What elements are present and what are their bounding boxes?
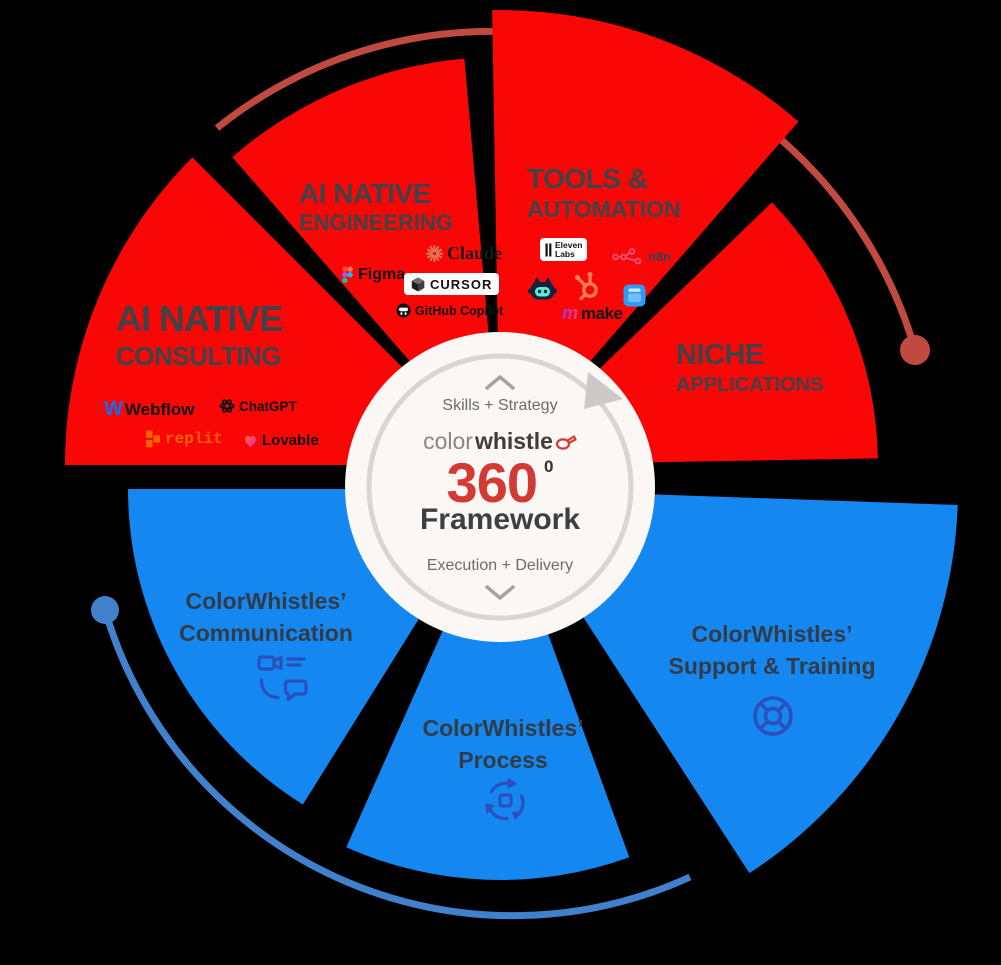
communication-label-line1: ColorWhistles’	[185, 588, 347, 614]
replit-icon	[146, 430, 160, 448]
make-label: make	[581, 303, 623, 323]
segment-title-engineering: AI NATIVE ENGINEERING	[299, 178, 454, 235]
elevenlabs-logo: Eleven Labs	[540, 238, 588, 261]
brand-whistle-text: whistle	[474, 428, 553, 454]
segment-title-tools: TOOLS & AUTOMATION	[527, 163, 681, 222]
center-disc	[345, 332, 655, 642]
lovable-icon	[245, 435, 256, 447]
communication-label-line2: Communication	[179, 620, 353, 647]
github-copilot-logo: GitHub Copilot	[396, 303, 503, 318]
cursor-label: CURSOR	[430, 276, 493, 292]
webflow-logo: W Webflow	[104, 398, 194, 421]
github-copilot-icon	[396, 303, 411, 318]
figma-icon	[342, 266, 353, 284]
ring-arrowhead-icon	[584, 372, 623, 409]
blue-square-app-icon	[623, 284, 646, 307]
elevenlabs-label: Eleven Labs	[555, 239, 583, 259]
chevron-up-icon	[485, 375, 515, 390]
hubspot-logo	[573, 271, 604, 309]
whistle-icon	[555, 434, 577, 450]
process-label-line1: ColorWhistles’	[422, 715, 584, 741]
label-process: ColorWhistles’ Process	[383, 712, 623, 776]
process-icon-wrap	[481, 774, 529, 831]
claude-label: Claude	[447, 243, 503, 263]
n8n-label: n8n	[648, 249, 672, 264]
support-icon-wrap	[751, 694, 795, 743]
process-label-line2: Process	[458, 747, 548, 774]
center-framework-label: Framework	[419, 503, 581, 536]
support-label-line2: Support & Training	[668, 653, 876, 680]
lovable-logo: Lovable	[243, 432, 319, 449]
replit-label: replit	[165, 430, 223, 448]
center-top-label: Skills + Strategy	[442, 397, 558, 414]
figma-logo: Figma	[341, 266, 405, 284]
blue-orbit-arc	[101, 609, 692, 920]
red-orbit-dot	[900, 335, 930, 365]
cursor-logo: CURSOR	[404, 273, 500, 295]
lifebuoy-icon	[753, 696, 793, 736]
label-support-training: ColorWhistles’ Support & Training	[646, 618, 898, 682]
process-cycle-icon	[485, 777, 525, 821]
elevenlabs-label-line1: Eleven	[555, 239, 583, 250]
consulting-title-line2: CONSULTING	[116, 340, 281, 371]
engineering-title-line2: ENGINEERING	[299, 209, 454, 235]
blue-square-app-logo	[623, 284, 646, 312]
center-ring	[366, 353, 634, 621]
consulting-title-line1: AI NATIVE	[116, 298, 283, 339]
brand-color-text: color	[423, 428, 473, 454]
segment-title-consulting: AI NATIVE CONSULTING	[116, 298, 283, 371]
make-logo: m make	[562, 303, 623, 324]
chevron-down-icon	[485, 585, 515, 600]
niche-title-line1: NICHE	[676, 339, 764, 371]
chatgpt-icon	[219, 399, 235, 413]
figma-label: Figma	[358, 266, 406, 283]
ai-bot-mascot-logo	[528, 275, 557, 307]
tools-title-line2: AUTOMATION	[527, 195, 681, 222]
niche-title-line2: APPLICATIONS	[676, 373, 824, 396]
webflow-icon: W	[104, 398, 123, 420]
center-bottom-label: Execution + Delivery	[426, 557, 574, 574]
n8n-logo: n8n	[612, 248, 671, 265]
hubspot-sprocket-icon	[574, 272, 598, 301]
elevenlabs-label-line2: Labs	[555, 248, 575, 259]
claude-icon	[426, 245, 443, 262]
center-360-number: 360	[446, 451, 538, 514]
tools-title-line1: TOOLS &	[527, 163, 648, 194]
chatgpt-label: ChatGPT	[239, 398, 297, 414]
support-label-line1: ColorWhistles’	[691, 621, 853, 647]
lovable-label: Lovable	[262, 432, 319, 449]
replit-logo: replit	[145, 430, 223, 448]
communication-icon-wrap	[256, 652, 310, 707]
make-icon: m	[562, 303, 579, 323]
cursor-icon	[411, 277, 425, 291]
engineering-title-line1: AI NATIVE	[299, 178, 431, 209]
label-communication: ColorWhistles’ Communication	[146, 585, 386, 649]
claude-logo: Claude	[426, 243, 502, 264]
elevenlabs-icon	[545, 243, 552, 256]
wedge-process	[346, 502, 630, 880]
center-degree-superscript: 0	[543, 457, 554, 476]
segment-title-niche: NICHE APPLICATIONS	[676, 339, 824, 396]
communication-icon	[257, 655, 308, 702]
webflow-label: Webflow	[124, 399, 195, 419]
n8n-icon	[612, 248, 642, 265]
ai-bot-mascot-icon	[528, 277, 557, 300]
github-copilot-label: GitHub Copilot	[415, 303, 504, 318]
blue-orbit-dot	[91, 596, 119, 624]
chatgpt-logo: ChatGPT	[219, 398, 297, 414]
